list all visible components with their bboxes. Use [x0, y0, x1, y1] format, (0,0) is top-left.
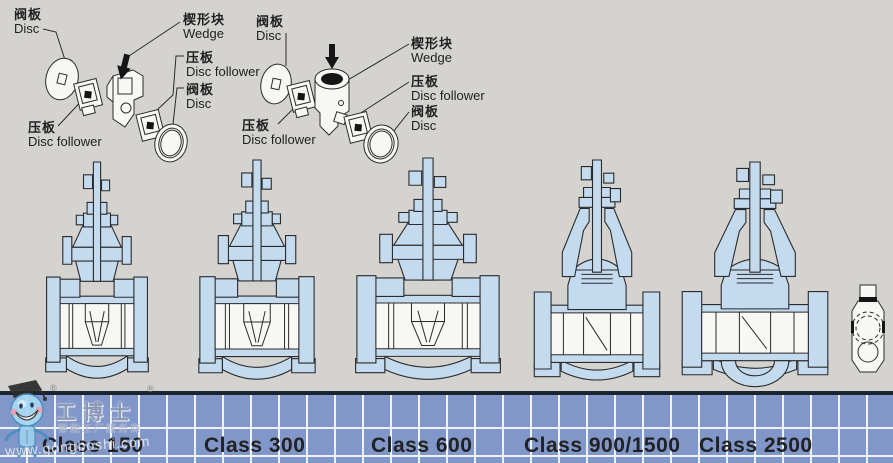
callout-disc: 阀板 Disc: [186, 82, 215, 111]
valve-drawing-class-2500: [681, 161, 829, 387]
class-label-600: Class 600: [371, 434, 473, 457]
wedge-part: [107, 70, 143, 127]
class-label-900-1500: Class 900/1500: [524, 434, 681, 457]
callout-disc-follower: 压板 Disc follower: [242, 118, 316, 147]
valve-drawing-class-900-1500: [533, 159, 661, 381]
wedge-cylinder-part: [315, 69, 349, 135]
class-label-150: Class 150: [42, 434, 144, 457]
disc-follower-part: [287, 81, 317, 119]
valve-drawing-class-300: [198, 159, 316, 380]
disc-part: [257, 61, 295, 106]
class-label-300: Class 300: [204, 434, 306, 457]
valve-drawing-class-150: [45, 161, 149, 379]
disc-follower-part: [344, 112, 373, 144]
disc-follower-part: [74, 79, 104, 117]
callout-disc-follower: 压板 Disc follower: [186, 50, 260, 79]
wedge-side-view-part: [851, 285, 885, 372]
down-arrow-icon: [325, 44, 339, 69]
callout-disc: 阀板 Disc: [256, 14, 285, 43]
valve-drawing-class-600: [354, 157, 502, 380]
disc-ring-part: [360, 122, 401, 166]
disc-ring-part: [151, 121, 191, 166]
callout-disc-follower: 压板 Disc follower: [411, 74, 485, 103]
disc-follower-part: [136, 110, 165, 142]
class-label-2500: Class 2500: [699, 434, 813, 457]
callout-disc: 阀板 Disc: [14, 7, 43, 36]
disc-part: [41, 55, 82, 103]
callout-disc: 阀板 Disc: [411, 104, 440, 133]
down-arrow-icon: [117, 53, 131, 80]
class-grid-band: [0, 391, 893, 463]
callout-wedge: 楔形块 Wedge: [411, 36, 454, 65]
callout-wedge: 楔形块 Wedge: [183, 12, 226, 41]
callout-disc-follower: 压板 Disc follower: [28, 120, 102, 149]
